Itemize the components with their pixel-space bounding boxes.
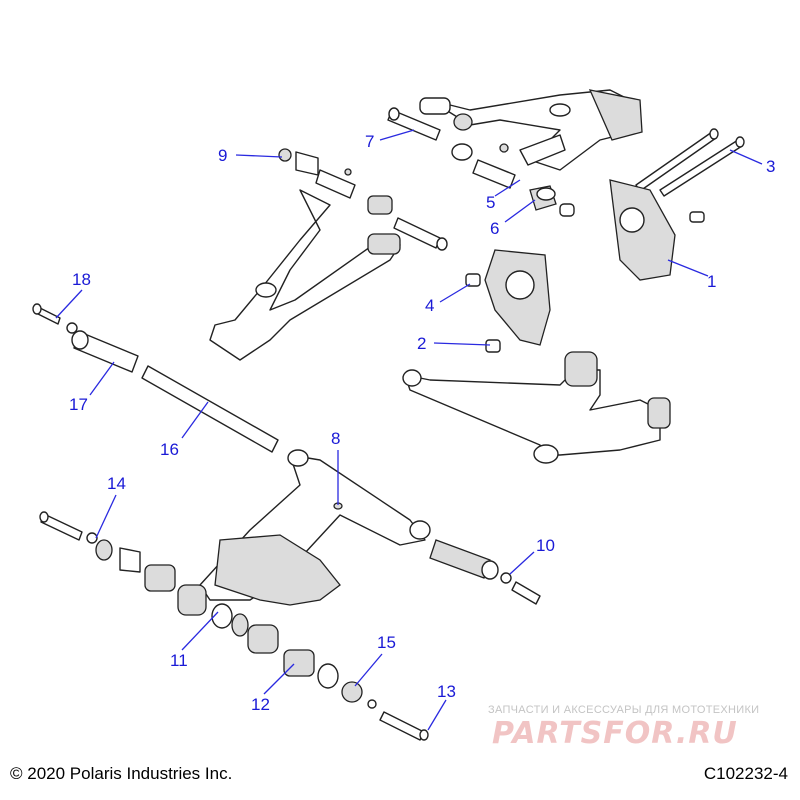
- bushing-6: [529, 185, 575, 217]
- callout-4: 4: [425, 296, 434, 315]
- lower-a-arm-right: [402, 351, 671, 464]
- bushing-set-14: [39, 511, 176, 592]
- bracket-4: [465, 249, 551, 353]
- callout-17: 17: [69, 395, 88, 414]
- callout-13: 13: [437, 682, 456, 701]
- callout-labels: 1 2 3 4 5 6 7 8 9 10 11 12 13 14 15 16 1…: [69, 132, 775, 714]
- bracket-1: [609, 179, 705, 281]
- callout-15: 15: [377, 633, 396, 652]
- callout-9: 9: [218, 146, 227, 165]
- sleeve-17: [66, 322, 139, 373]
- copyright-text: © 2020 Polaris Industries Inc.: [10, 764, 233, 783]
- callout-5: 5: [486, 193, 495, 212]
- bushing-set-12-15-13: [283, 649, 429, 741]
- bushing-set-11: [177, 584, 279, 654]
- bushing-set-9: [278, 148, 448, 251]
- leader-lines: [55, 129, 763, 731]
- callout-18: 18: [72, 270, 91, 289]
- upper-a-arm-right: [419, 89, 643, 171]
- watermark-tagline: ЗАПЧАСТИ И АКСЕССУАРЫ ДЛЯ МОТОТЕХНИКИ: [488, 704, 760, 716]
- rear-swing-arm: [199, 449, 431, 606]
- callout-3: 3: [766, 157, 775, 176]
- callout-7: 7: [365, 132, 374, 151]
- callout-10: 10: [536, 536, 555, 555]
- bolt-7: [387, 107, 441, 141]
- watermark-logo: PARTSFOR.RU: [492, 716, 738, 751]
- callout-11: 11: [170, 651, 188, 670]
- callout-1: 1: [707, 272, 716, 291]
- callout-16: 16: [160, 440, 179, 459]
- upper-a-arm-left: [209, 189, 401, 361]
- callout-14: 14: [107, 474, 126, 493]
- figure-id: C102232-4: [703, 764, 788, 783]
- callout-12: 12: [251, 695, 270, 714]
- bolt-18: [32, 303, 61, 325]
- callout-8: 8: [331, 429, 340, 448]
- bushing-set-5: [451, 143, 516, 189]
- bolts-3: [635, 128, 745, 197]
- callout-2: 2: [417, 334, 426, 353]
- callout-6: 6: [490, 219, 499, 238]
- bushing-set-10: [429, 539, 541, 605]
- pivot-shaft-16: [141, 365, 279, 453]
